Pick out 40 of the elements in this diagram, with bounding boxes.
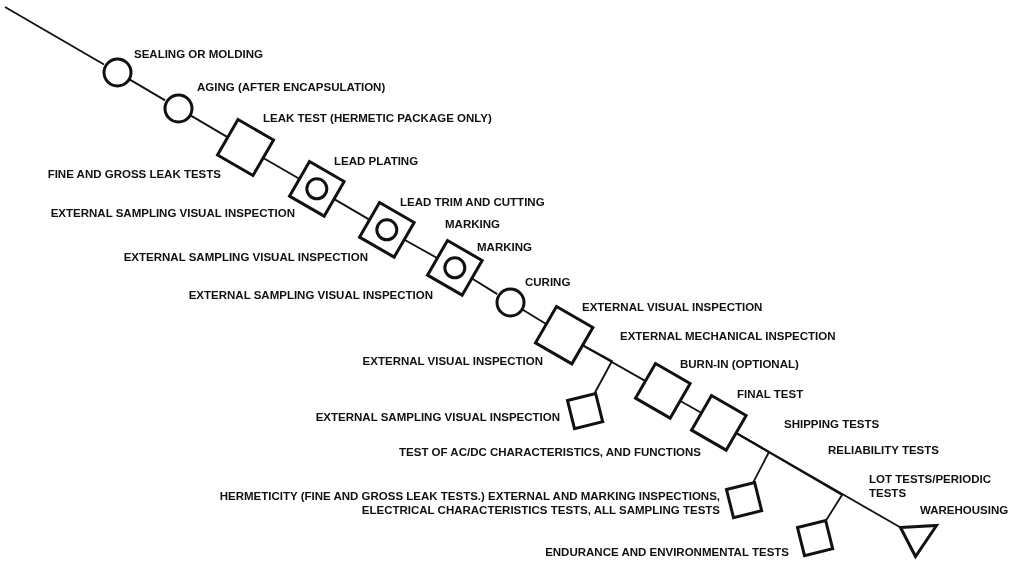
operation-circle [100, 55, 134, 89]
step-label: MARKING [477, 240, 532, 254]
step-label: EXTERNAL SAMPLING VISUAL INSPECTION [50, 206, 295, 220]
step-label: EXTERNAL VISUAL INSPECTION [582, 300, 763, 314]
step-label: EXTERNAL SAMPLING VISUAL INSPECTION [315, 410, 560, 424]
flow-line [521, 308, 547, 325]
step-label: FINAL TEST [737, 387, 804, 401]
step-label: RELIABILITY TESTS [828, 443, 939, 457]
step-label: MARKING [445, 217, 500, 231]
storage-triangle [898, 523, 938, 558]
flow-line [333, 198, 371, 221]
step-label: EXTERNAL SAMPLING VISUAL INSPECTION [188, 288, 433, 302]
step-label: FINE AND GROSS LEAK TESTS [47, 167, 221, 181]
operation-circle [493, 285, 527, 319]
step-label: BURN-IN (OPTIONAL) [680, 357, 799, 371]
flow-line [735, 432, 902, 529]
operation-circle [161, 91, 195, 125]
step-label: LEAD TRIM AND CUTTING [400, 195, 545, 209]
step-label: TEST OF AC/DC CHARACTERISTICS, AND FUNCTIONS [399, 445, 701, 459]
step-label: SHIPPING TESTS [784, 417, 880, 431]
flow-line [403, 238, 439, 260]
flow-line [581, 344, 614, 395]
flow-line [190, 114, 230, 139]
step-label: ENDURANCE AND ENVIRONMENTAL TESTS [545, 545, 789, 559]
step-label: LOT TESTS/PERIODIC TESTS [869, 472, 993, 500]
step-label: SEALING OR MOLDING [134, 47, 264, 61]
step-label: HERMETICITY (FINE AND GROSS LEAK TESTS.) EXTERNAL AND MARKING INSPECTIONS, ELECTRICAL CHARACTERISTICS TESTS, ALL SAMPLING TESTS [218, 489, 720, 517]
step-label: EXTERNAL MECHANICAL INSPECTION [620, 329, 836, 343]
step-label: LEAK TEST (HERMETIC PACKAGE ONLY) [263, 111, 492, 125]
step-label: LEAD PLATING [334, 154, 419, 168]
flow-line [679, 400, 703, 414]
flow-line [129, 78, 166, 102]
step-label: CURING [525, 275, 571, 289]
flow-line [471, 277, 499, 295]
step-label: EXTERNAL VISUAL INSPECTION [362, 354, 543, 368]
step-label: EXTERNAL SAMPLING VISUAL INSPECTION [123, 250, 368, 264]
flow-line [581, 344, 647, 383]
step-label: AGING (AFTER ENCAPSULATION) [197, 80, 386, 94]
step-label: WAREHOUSING [920, 503, 1009, 517]
flow-line [4, 6, 105, 66]
